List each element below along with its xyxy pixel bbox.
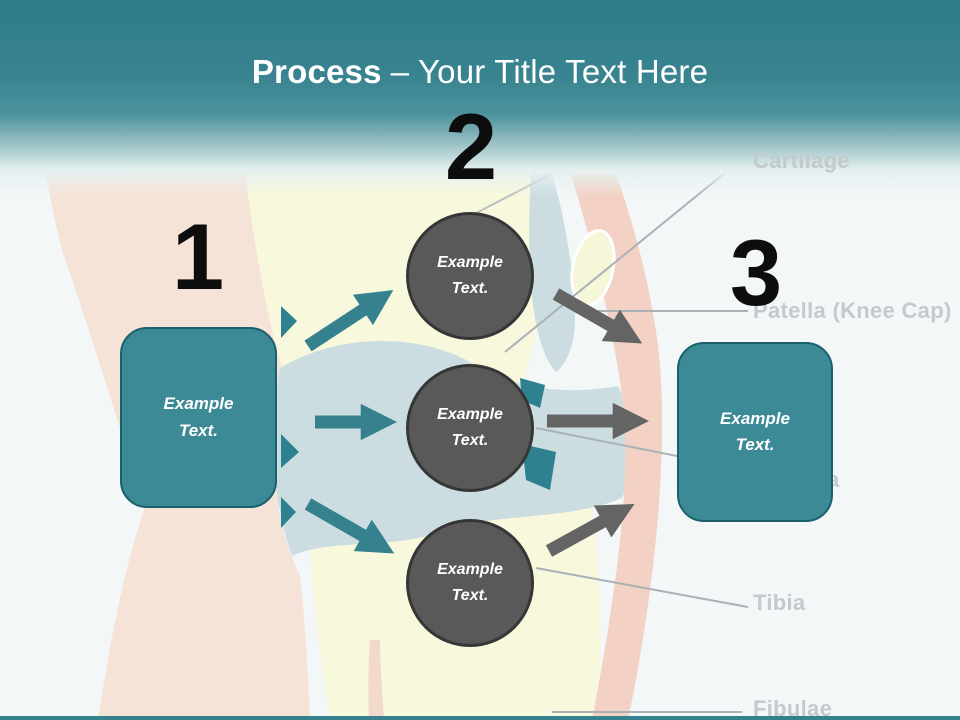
label-tibia: Tibia (753, 590, 806, 615)
process-circle-bottom-label: Example Text. (437, 561, 503, 604)
label-cartilage: Cartilage (753, 148, 850, 173)
process-circle-middle-label: Example Text. (437, 406, 503, 449)
anatomy-shin-stripe (368, 640, 384, 720)
start-box: Example Text. (120, 327, 277, 508)
tibia-leader-line (535, 567, 749, 608)
end-box: Example Text. (677, 342, 833, 522)
process-circle-top-label: Example Text. (437, 254, 503, 297)
step-number-3: 3 (729, 220, 783, 325)
label-fibulae: Fibulae (753, 696, 833, 720)
start-box-label: Example Text. (163, 394, 234, 440)
anatomy-teal-accents (281, 306, 556, 528)
end-box-label: Example Text. (720, 408, 790, 454)
anatomy-calf-skin (98, 507, 310, 720)
arrow-top-circle-to-end (552, 288, 643, 344)
anatomy-ligament-ribbon (560, 123, 663, 720)
label-patella-knee-cap: Patella (Knee Cap) (753, 298, 952, 323)
arrow-bottom-circle-to-end (545, 503, 635, 557)
arrow-start-to-top-circle (304, 290, 394, 352)
process-circle-middle: Example Text. (406, 364, 534, 492)
step-number-2: 2 (444, 94, 498, 199)
process-circle-top: Example Text. (406, 212, 534, 340)
step-number-1: 1 (171, 204, 225, 309)
bottom-accent-bar (0, 716, 960, 720)
process-circle-bottom: Example Text. (406, 519, 534, 647)
arrow-start-to-bottom-circle (304, 498, 395, 554)
